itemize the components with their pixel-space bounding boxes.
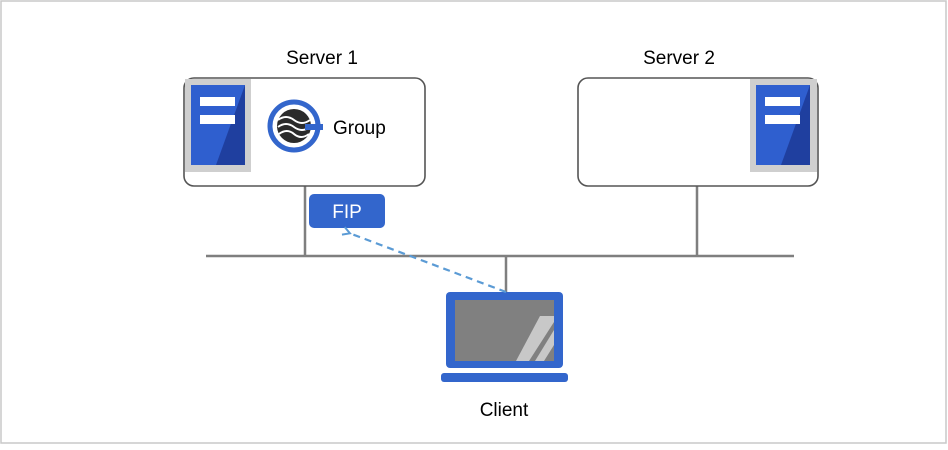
server-2-icon	[750, 79, 817, 172]
server-slot	[765, 115, 800, 124]
fip-box	[309, 194, 385, 228]
server-slot	[200, 97, 235, 106]
server-2-label: Server 2	[643, 48, 715, 69]
fip-label: FIP	[332, 202, 362, 223]
client-laptop-icon	[441, 292, 568, 382]
server-1-label: Server 1	[286, 48, 358, 69]
group-label: Group	[333, 118, 386, 139]
laptop-base	[441, 373, 568, 382]
client-label: Client	[480, 400, 529, 421]
screen-glare	[516, 316, 554, 361]
server-1-icon	[185, 79, 251, 172]
group-logo-icon	[267, 99, 323, 153]
screen-glare	[535, 330, 554, 361]
server-slot	[765, 97, 800, 106]
client-to-fip-arrow	[349, 233, 507, 294]
fip-badge: FIP	[309, 194, 385, 228]
server-slot	[200, 115, 235, 124]
server-2: Server 2	[577, 48, 819, 187]
server-1: Server 1 Group	[183, 48, 426, 187]
network-lines	[206, 186, 794, 292]
